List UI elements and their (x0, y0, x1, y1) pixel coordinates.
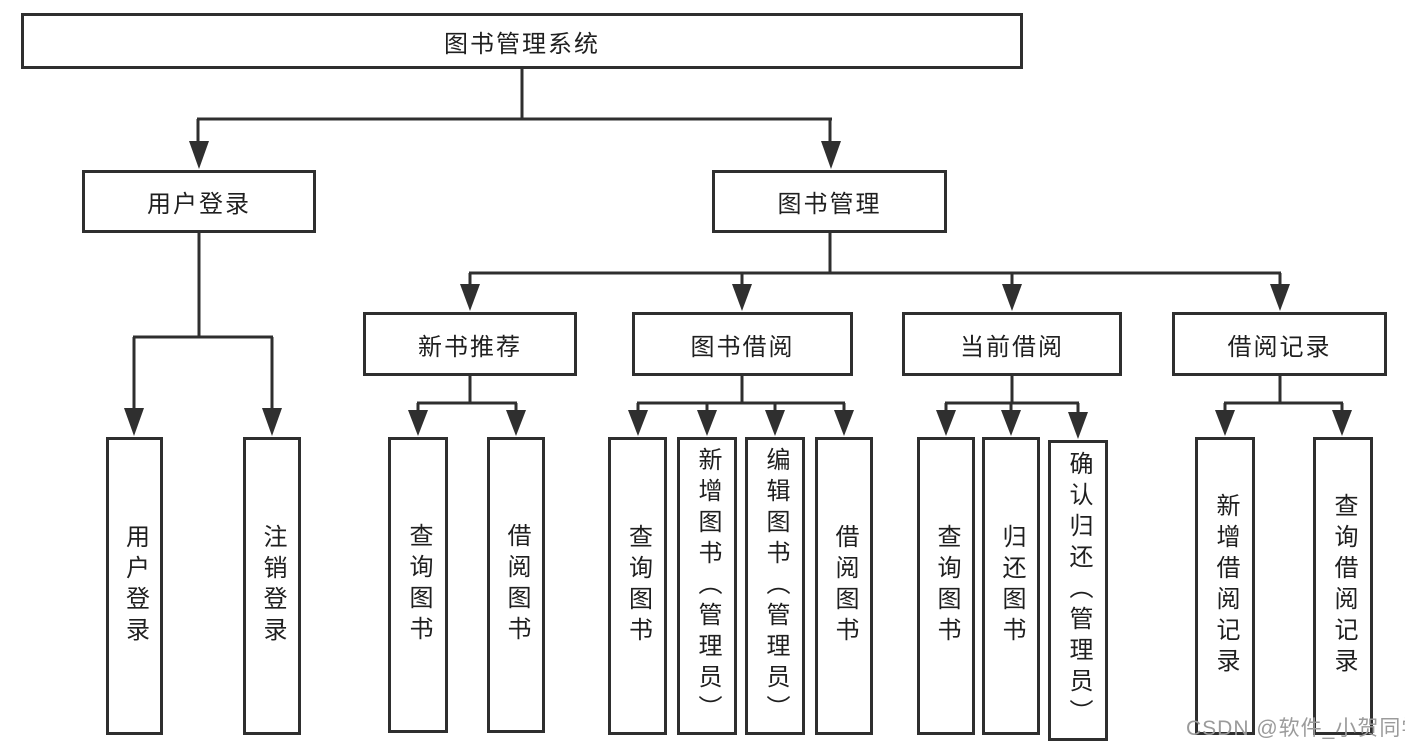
leaf-query-books-rec-label: 查询图书 (405, 523, 432, 647)
leaf-add-books-admin: 新增图书（管理员） (677, 437, 737, 735)
node-borrow-records-label: 借阅记录 (1227, 333, 1332, 361)
node-book-borrow: 图书借阅 (632, 312, 853, 376)
leaf-borrow-books-rec: 借阅图书 (487, 437, 545, 733)
node-root: 图书管理系统 (21, 13, 1023, 69)
node-user-login: 用户登录 (82, 170, 316, 233)
leaf-add-books-admin-label: 新增图书（管理员） (694, 446, 721, 726)
node-root-label: 图书管理系统 (444, 30, 600, 58)
leaf-query-borrow-record-label: 查询借阅记录 (1330, 493, 1357, 679)
node-current-borrow-label: 当前借阅 (960, 333, 1064, 361)
leaf-borrow-books-borrow: 借阅图书 (815, 437, 873, 735)
leaf-edit-books-admin: 编辑图书（管理员） (745, 437, 805, 735)
node-new-book-rec-label: 新书推荐 (418, 333, 522, 361)
node-book-borrow-label: 图书借阅 (690, 333, 795, 361)
leaf-return-books-label: 归还图书 (998, 524, 1025, 648)
leaf-borrow-books-rec-label: 借阅图书 (503, 523, 530, 647)
leaf-borrow-books-borrow-label: 借阅图书 (831, 524, 858, 648)
node-new-book-rec: 新书推荐 (363, 312, 577, 376)
leaf-user-login: 用户登录 (106, 437, 163, 735)
node-user-login-label: 用户登录 (147, 191, 251, 218)
watermark-text: CSDN @软件_小贺同学 (1186, 717, 1405, 740)
leaf-query-books-rec: 查询图书 (388, 437, 448, 733)
leaf-user-login-label: 用户登录 (121, 524, 149, 648)
leaf-edit-books-admin-label: 编辑图书（管理员） (762, 446, 789, 726)
connector-new-book-rec-children (408, 376, 526, 436)
leaf-query-books-borrow-label: 查询图书 (624, 524, 652, 648)
leaf-logout-label: 注销登录 (259, 524, 286, 648)
node-book-mgmt: 图书管理 (712, 170, 947, 233)
leaf-add-borrow-record-label: 新增借阅记录 (1212, 493, 1239, 679)
node-book-mgmt-label: 图书管理 (777, 191, 882, 218)
node-borrow-records: 借阅记录 (1172, 312, 1387, 376)
connector-root-to-level2 (189, 69, 841, 169)
connector-book-borrow-children (628, 376, 854, 436)
leaf-confirm-return-admin-label: 确认归还（管理员） (1065, 451, 1092, 730)
connector-current-borrow-children (936, 376, 1088, 439)
leaf-query-borrow-record: 查询借阅记录 (1313, 437, 1373, 735)
leaf-query-books-current: 查询图书 (917, 437, 975, 735)
connector-user-login-children (124, 233, 282, 436)
leaf-return-books: 归还图书 (982, 437, 1040, 735)
leaf-add-borrow-record: 新增借阅记录 (1195, 437, 1255, 735)
connector-borrow-records-children (1215, 376, 1352, 436)
node-current-borrow: 当前借阅 (902, 312, 1122, 376)
leaf-logout: 注销登录 (243, 437, 301, 735)
leaf-query-books-borrow: 查询图书 (608, 437, 667, 735)
leaf-confirm-return-admin: 确认归还（管理员） (1048, 440, 1108, 741)
leaf-query-books-current-label: 查询图书 (933, 524, 960, 648)
connector-book-mgmt-children (460, 233, 1290, 311)
